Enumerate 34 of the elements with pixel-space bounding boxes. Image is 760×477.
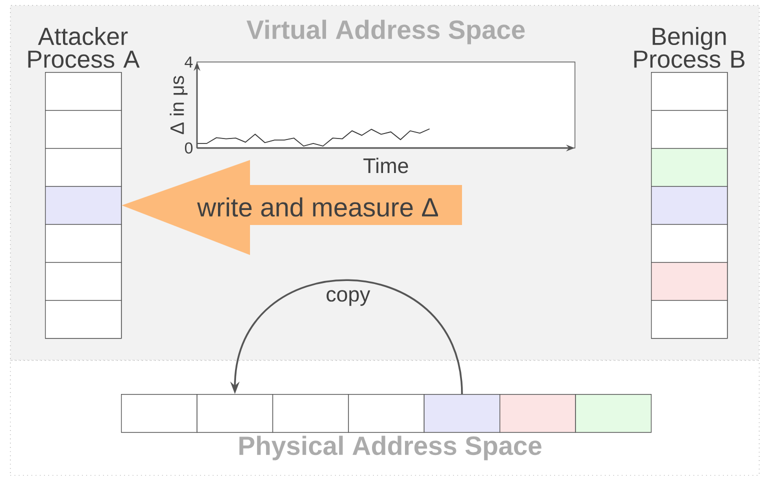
memory-page	[651, 300, 728, 339]
line-series	[196, 128, 430, 147]
process-heading: Attacker Process A	[28, 26, 140, 68]
y-axis-title: Δ in μs	[170, 76, 188, 134]
memory-page	[500, 394, 576, 433]
memory-page	[45, 224, 122, 263]
process-heading: Benign Process B	[634, 26, 744, 68]
memory-page	[651, 72, 728, 111]
memory-page	[651, 186, 728, 225]
memory-page	[348, 394, 424, 433]
memory-page	[196, 394, 274, 433]
x-axis-title: Time	[363, 158, 408, 174]
block-arrow	[122, 160, 462, 255]
line-chart: 0 4 Time Δ in μs	[170, 56, 576, 174]
memory-page	[45, 72, 122, 111]
memory-page	[121, 394, 198, 433]
memory-page	[272, 394, 349, 433]
y-tick-label: 0	[184, 142, 193, 154]
memory-page	[45, 110, 122, 149]
memory-page	[45, 262, 122, 301]
arrow-label: write and measure Δ	[197, 197, 438, 217]
memory-page	[651, 110, 728, 149]
memory-page	[651, 148, 728, 187]
memory-page	[651, 224, 728, 263]
edge-label: copy	[326, 290, 370, 306]
panel-title: Physical Address Space	[239, 436, 542, 460]
memory-page	[45, 300, 122, 339]
memory-page	[424, 394, 500, 433]
memory-page	[45, 186, 122, 225]
y-tick-label: 4	[184, 56, 193, 68]
memory-page	[651, 262, 728, 301]
memory-page	[575, 394, 652, 433]
memory-page	[45, 148, 122, 187]
panel-title: Virtual Address Space	[246, 20, 525, 44]
